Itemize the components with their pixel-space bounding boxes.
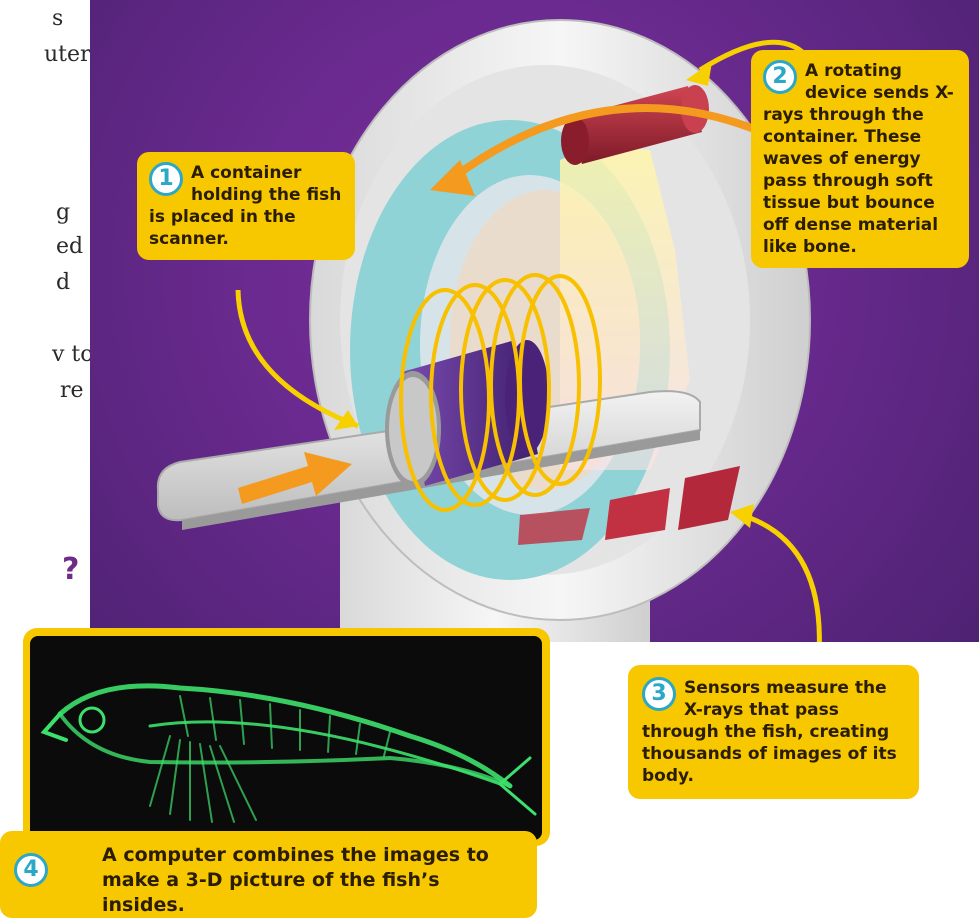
text-line: g: [56, 200, 70, 225]
text-line: uter: [44, 42, 91, 67]
text-line: s: [52, 6, 63, 31]
callout-step-4: 4 A computer combines the images to make…: [0, 831, 537, 918]
callout-step-2: 2 A rotating device sends X-rays through…: [751, 50, 969, 268]
step-number-badge: 1: [149, 162, 183, 196]
callout-step-1: 1 A container holding the fish is placed…: [137, 152, 355, 260]
text-line: v to: [52, 342, 94, 367]
callout-text: A computer combines the images to make a…: [102, 844, 489, 916]
text-line: d: [56, 270, 70, 295]
step-number-badge: 4: [14, 853, 48, 887]
step-number-badge: 3: [642, 677, 676, 711]
callout-step-3: 3 Sensors measure the X-rays that pass t…: [628, 665, 919, 799]
text-line: re: [60, 378, 84, 403]
step-number-badge: 2: [763, 60, 797, 94]
fish-skeleton-image: [30, 636, 542, 840]
callout-text: A rotating device sends X-rays through t…: [763, 61, 954, 257]
text-line: ed: [56, 234, 83, 259]
pointer-arrow-3: [738, 514, 819, 642]
callout-text: Sensors measure the X-rays that pass thr…: [642, 678, 897, 786]
question-mark: ?: [62, 552, 79, 587]
